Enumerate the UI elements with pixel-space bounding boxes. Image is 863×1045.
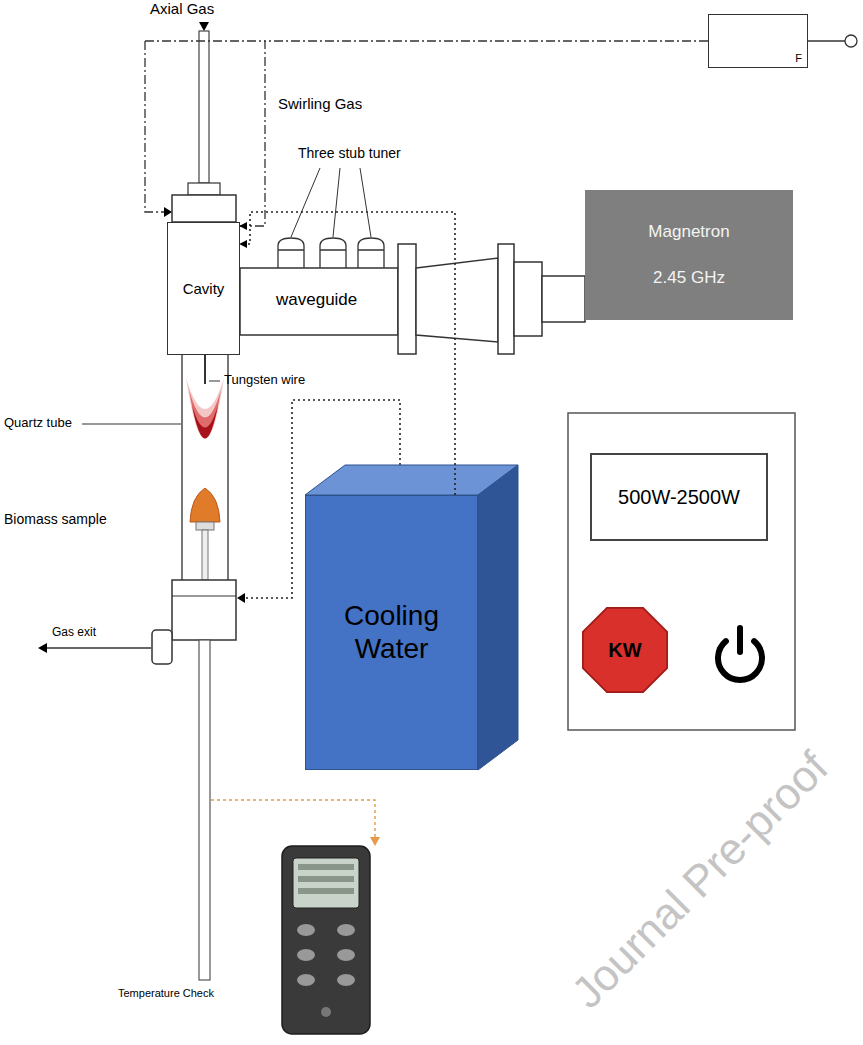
gas-arrow xyxy=(164,207,172,217)
gas-label: Swirling Gas xyxy=(278,96,362,113)
waveguide-flange xyxy=(398,244,416,354)
part-label: Quartz tube xyxy=(4,416,72,430)
cavity-cap xyxy=(172,195,236,222)
waveguide-section xyxy=(542,276,585,322)
cavity-box: Cavity xyxy=(167,222,240,355)
node-text: Cavity xyxy=(183,280,225,297)
octagon-shape xyxy=(583,608,667,692)
thermocouple-tube xyxy=(199,640,210,980)
tungsten-wire xyxy=(204,355,206,384)
axial-arrow xyxy=(199,22,209,31)
waveguide-body xyxy=(240,268,398,335)
part-label: Temperature Check xyxy=(118,987,214,999)
thermometer-screen-detail xyxy=(298,888,354,894)
part-label: Gas exit xyxy=(52,626,96,639)
leader-line xyxy=(333,168,340,237)
node-text: Cooling Water xyxy=(314,600,469,664)
node-text: F xyxy=(795,52,802,65)
thermometer-screen-detail xyxy=(298,864,354,870)
leader-line xyxy=(209,381,220,382)
part-label: waveguide xyxy=(276,291,357,310)
watermark: Journal Pre-proof xyxy=(563,743,838,1018)
node-text: 2.45 GHz xyxy=(653,268,725,288)
waveguide-flange xyxy=(498,244,514,354)
thermometer-button xyxy=(337,924,355,936)
tuner-stub xyxy=(320,238,346,268)
thermometer-button xyxy=(337,974,355,986)
thermometer-screen xyxy=(293,858,359,908)
magnetron-box: Magnetron 2.45 GHz xyxy=(585,190,793,320)
power-icon xyxy=(737,628,743,652)
thermometer-screen-detail xyxy=(298,876,354,882)
holder-detail xyxy=(172,596,236,597)
leader-line xyxy=(82,424,181,425)
part-label: Three stub tuner xyxy=(298,146,401,161)
thermocouple-wire xyxy=(211,800,375,838)
sample-stem xyxy=(202,530,208,580)
power-display: 500W-2500W xyxy=(590,453,768,541)
node-text: 500W-2500W xyxy=(618,486,740,509)
leader-line xyxy=(360,168,371,237)
control-panel xyxy=(568,413,795,730)
kw-button: KW xyxy=(582,607,668,693)
node-text: KW xyxy=(608,639,641,662)
gas-exit-arrowhead xyxy=(38,643,47,653)
node-text: Magnetron xyxy=(648,222,729,242)
biomass-sample xyxy=(190,488,220,522)
waveguide-coupler xyxy=(416,258,498,342)
thermometer-button xyxy=(297,974,315,986)
cooling-water-tank: Cooling Water xyxy=(305,495,478,770)
leader-line xyxy=(291,168,320,237)
thermometer-body xyxy=(282,846,370,1034)
waveguide-section xyxy=(514,262,542,336)
gas-supply-line xyxy=(808,40,845,41)
gas-exit-port xyxy=(152,630,172,664)
thermocouple-arrow xyxy=(370,837,380,846)
tank-side-face xyxy=(478,465,518,770)
gas-supply-valve xyxy=(845,35,857,47)
plasma-flame xyxy=(192,405,218,439)
gas-exit-arrow xyxy=(46,647,151,648)
part-label: Biomass sample xyxy=(4,512,107,527)
flow-meter-box: F xyxy=(708,14,808,68)
gas-line xyxy=(145,41,265,212)
gas-label: Axial Gas xyxy=(150,1,214,18)
quartz-tube-wall xyxy=(181,355,183,580)
quartz-tube-wall xyxy=(227,355,229,580)
sample-holder xyxy=(196,522,214,530)
plasma-flame xyxy=(189,390,221,438)
tube-holder xyxy=(172,580,236,640)
plasma-flame xyxy=(186,378,224,439)
cooling-arrow xyxy=(237,593,245,603)
thermometer-button xyxy=(297,924,315,936)
tube-cap xyxy=(188,183,220,195)
axial-tube xyxy=(199,31,209,183)
thermometer-button xyxy=(337,949,355,961)
tuner-stub xyxy=(278,238,304,268)
tuner-stub xyxy=(358,238,384,268)
thermometer-button xyxy=(297,949,315,961)
thermometer-button xyxy=(321,1007,331,1017)
cooling-connector xyxy=(240,212,455,495)
part-label: Tungsten wire xyxy=(224,373,305,387)
